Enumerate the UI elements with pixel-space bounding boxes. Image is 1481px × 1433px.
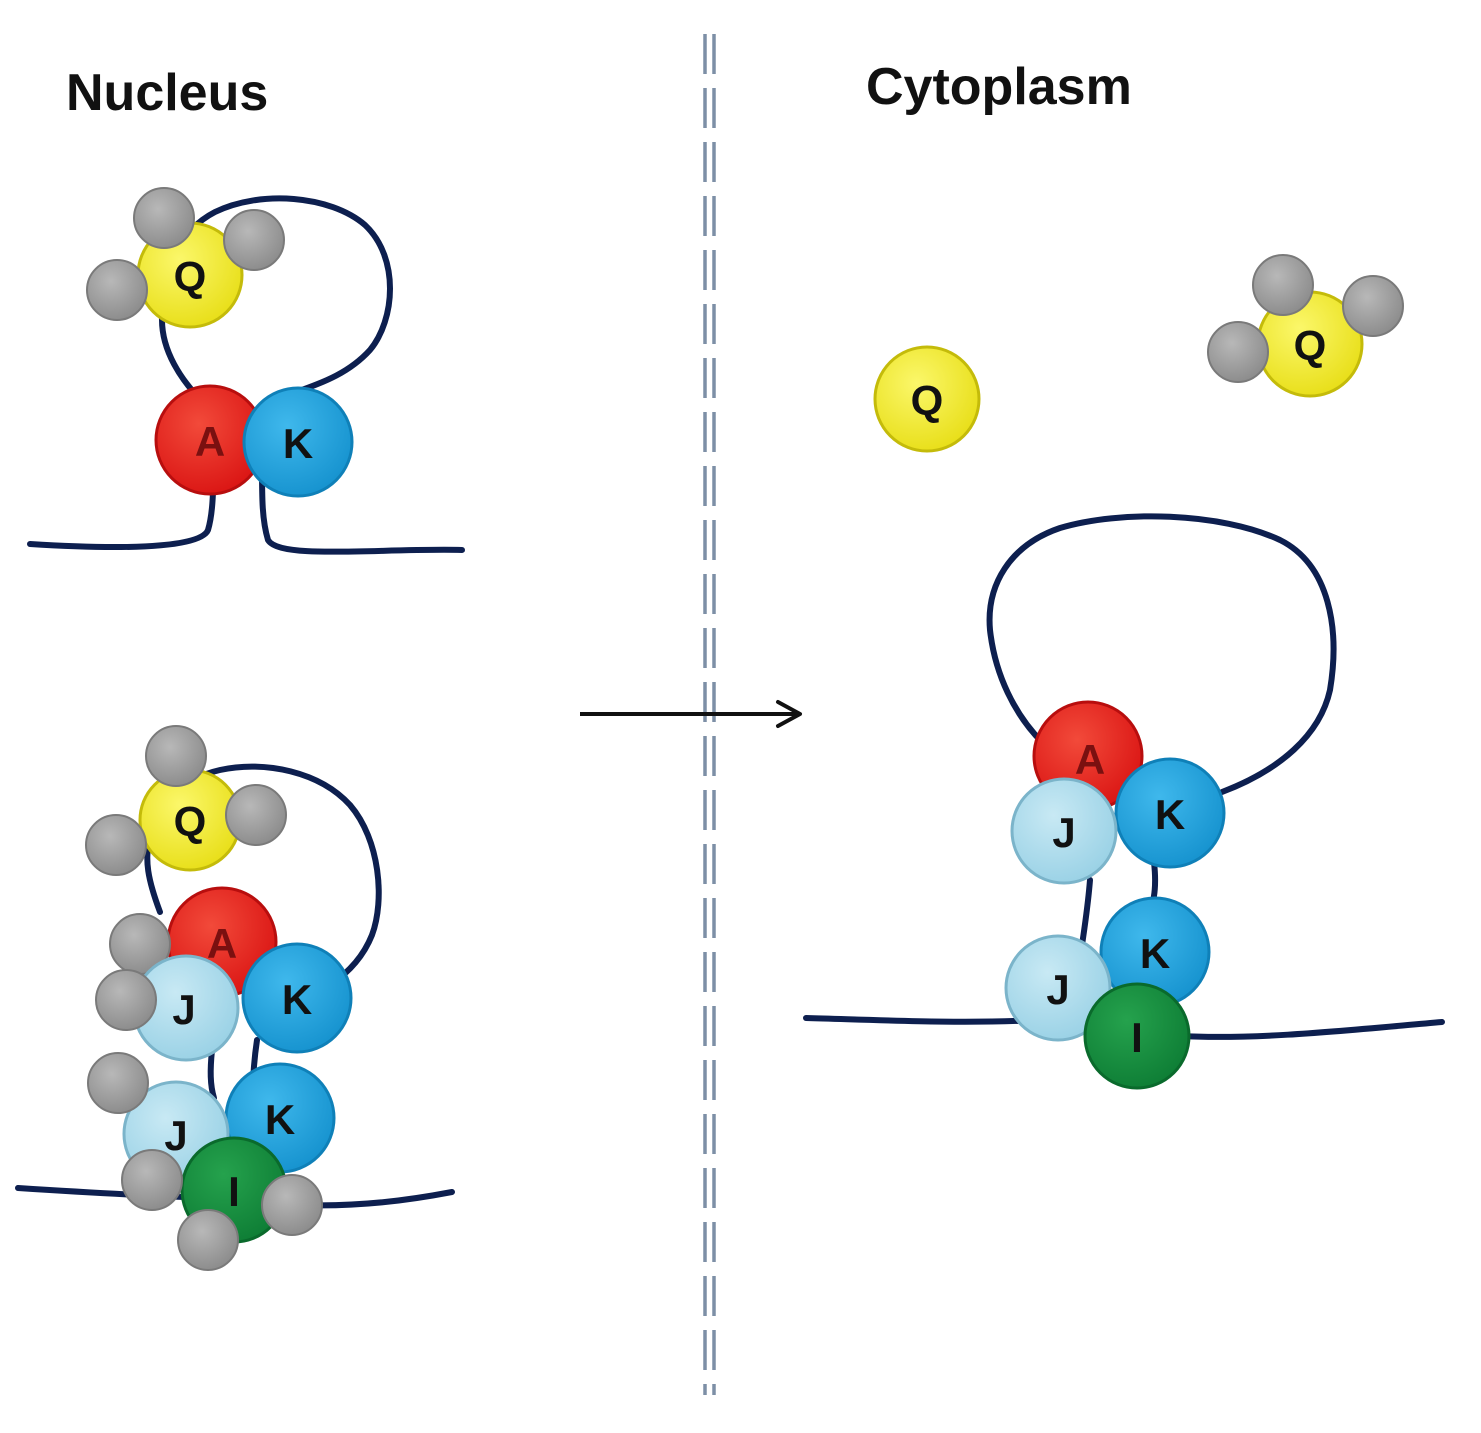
rna-strand [1177,1019,1445,1040]
protein-K-label: K [265,1096,295,1143]
nucleus-title: Nucleus [66,64,268,122]
gray-ligand [261,1174,323,1236]
protein-J-label: J [1052,809,1075,856]
protein-K [1114,757,1226,869]
protein-A-label: A [195,418,225,465]
protein-I [1083,982,1191,1090]
cytoplasm-complex: A K J K J I [803,513,1445,1090]
export-arrow [580,700,802,728]
protein-J-label: J [164,1112,187,1159]
rna-strand [259,463,465,555]
free-Q-with-ligands: Q [1207,254,1404,398]
protein-Q-label: Q [1294,322,1327,369]
nucleus-complex-top: Q A K [27,187,465,555]
gray-ligand [133,187,195,249]
protein-Q-label: Q [174,798,207,845]
gray-ligand [95,969,157,1031]
protein-K-label: K [282,976,312,1023]
gray-ligand [145,725,207,787]
rna-strand [803,1015,1043,1025]
protein-K-label: K [1140,930,1170,977]
nucleus-complex-bottom: Q A K J K J I [15,725,455,1271]
protein-K-label: K [283,420,313,467]
protein-Q [873,345,981,453]
protein-I-label: I [228,1168,240,1215]
protein-J [1010,777,1118,885]
gray-ligand [121,1149,183,1211]
gray-ligand [1207,321,1269,383]
gray-ligand [86,259,148,321]
protein-K-label: K [1155,791,1185,838]
gray-ligand [1252,254,1314,316]
rna-stem [207,1047,217,1101]
protein-Q-label: Q [911,377,944,424]
protein-J-label: J [1046,966,1069,1013]
gray-ligand [87,1052,149,1114]
protein-K [241,942,353,1054]
protein-K [242,386,354,498]
gray-ligand [85,814,147,876]
gray-ligand [177,1209,239,1271]
rna-loop [986,513,1337,795]
rna-stem [1079,877,1093,948]
cytoplasm-title: Cytoplasm [866,58,1132,116]
protein-A-label: A [207,920,237,967]
protein-I-label: I [1131,1014,1143,1061]
protein-J [1004,934,1112,1042]
protein-A-label: A [1075,736,1105,783]
protein-J-label: J [172,986,195,1033]
free-Q: Q [873,345,981,453]
gray-ligand [1342,275,1404,337]
gray-ligand [225,784,287,846]
protein-Q-label: Q [174,253,207,300]
gray-ligand [223,209,285,271]
